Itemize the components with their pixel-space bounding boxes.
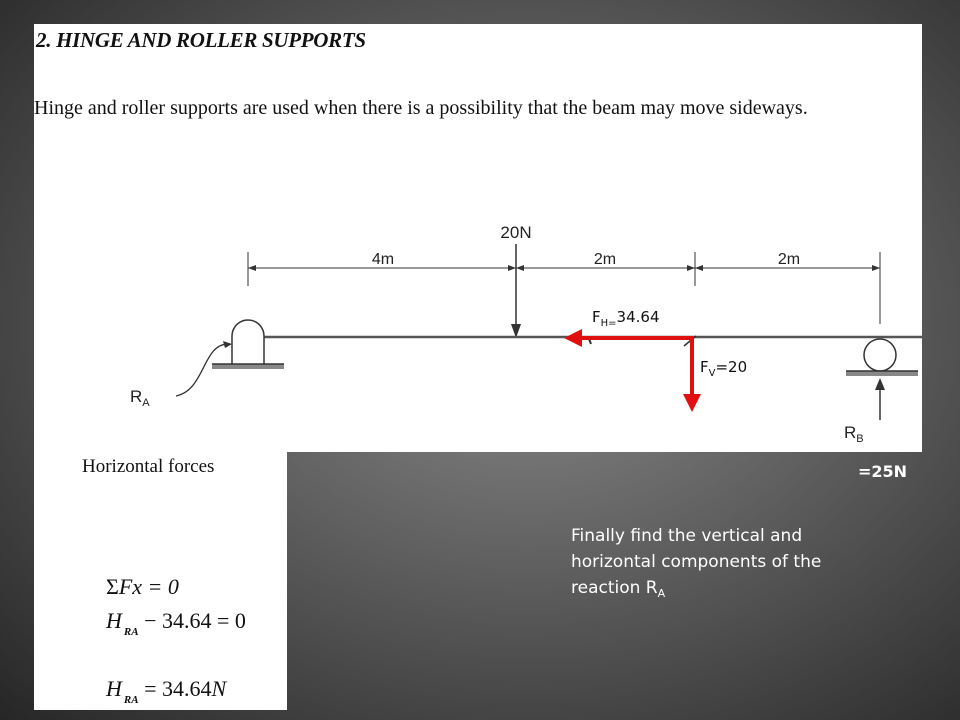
fv-label: FV=20 [700,358,748,379]
hinge-support [231,319,265,364]
roller-support [863,338,897,372]
rb-value-note: =25N [858,462,908,481]
beam-figure: 4m 2m 2m 20N RA RB [130,223,922,445]
intro-text: Hinge and roller supports are used when … [34,97,808,119]
roller-ground [846,371,918,376]
rb-label: RB [844,423,864,445]
dim-label-4m: 4m [372,251,394,268]
equations-heading: Horizontal forces [82,456,215,477]
load-label: 20N [500,223,531,242]
beam-diagram-panel: 2. HINGE AND ROLLER SUPPORTS Hinge and r… [34,24,922,452]
fh-label: FH=34.64 [592,308,660,329]
dim-label-2m-right: 2m [778,251,800,268]
fv-arrowhead [683,394,701,412]
rb-arrowhead [875,378,885,390]
equation-sum-fx: ΣFx = 0 [106,574,179,599]
instruction-text: Finally find the vertical and horizontal… [571,526,822,600]
fh-arrowhead [564,329,582,347]
section-title: 2. HINGE AND ROLLER SUPPORTS [36,28,366,52]
hinge-ground [212,364,284,369]
dim-label-2m-left: 2m [594,251,616,268]
ra-label: RA [130,387,150,409]
load-arrowhead [511,324,521,338]
ra-pointer [175,343,231,397]
